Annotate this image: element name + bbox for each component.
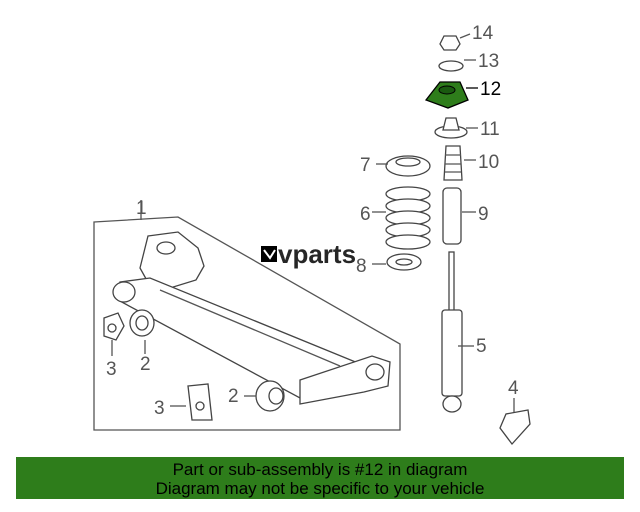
callout-14: 14 [472,23,494,44]
upper-seat [434,117,468,139]
callout-7: 7 [360,155,371,176]
lower-insulator [386,253,422,271]
rear-axle-beam [112,231,391,405]
nut [439,35,461,51]
coil-spring [385,186,431,250]
callout-3b: 3 [154,398,165,419]
upper-spring-seat [385,155,431,177]
callout-9: 9 [478,204,489,225]
callout-13: 13 [478,51,499,72]
callout-1: 1 [136,198,147,219]
callout-2b: 2 [228,386,239,407]
shock-absorber [441,251,463,413]
strut-mount-highlighted [424,81,469,109]
callout-5: 5 [476,336,487,357]
bracket-bottom [187,383,213,421]
shock-bracket [499,409,531,446]
callout-2a: 2 [140,354,151,375]
bushing-left [103,312,125,341]
washer [438,60,464,72]
banner-line-2: Diagram may not be specific to your vehi… [155,479,485,498]
watermark-logo: vparts [261,239,356,269]
bump-stop [443,145,463,181]
callout-12: 12 [480,79,501,100]
info-banner: Part or sub-assembly is #12 in diagram D… [16,457,624,499]
watermark-text: vparts [278,239,356,269]
banner-line-1: Part or sub-assembly is #12 in diagram [172,460,468,479]
callout-6: 6 [360,204,371,225]
parts-diagram: vparts 1 2 3 3 2 4 5 6 7 8 9 10 11 12 13… [93,23,531,446]
axle-assembly-box [93,216,401,431]
dust-boot [442,187,462,245]
bushing-left-2 [129,309,155,337]
callout-3a: 3 [106,359,117,380]
callout-8: 8 [356,256,367,277]
callout-10: 10 [478,152,499,173]
callout-4: 4 [508,378,519,399]
callout-11: 11 [480,119,500,140]
bushing-bottom [255,380,285,412]
